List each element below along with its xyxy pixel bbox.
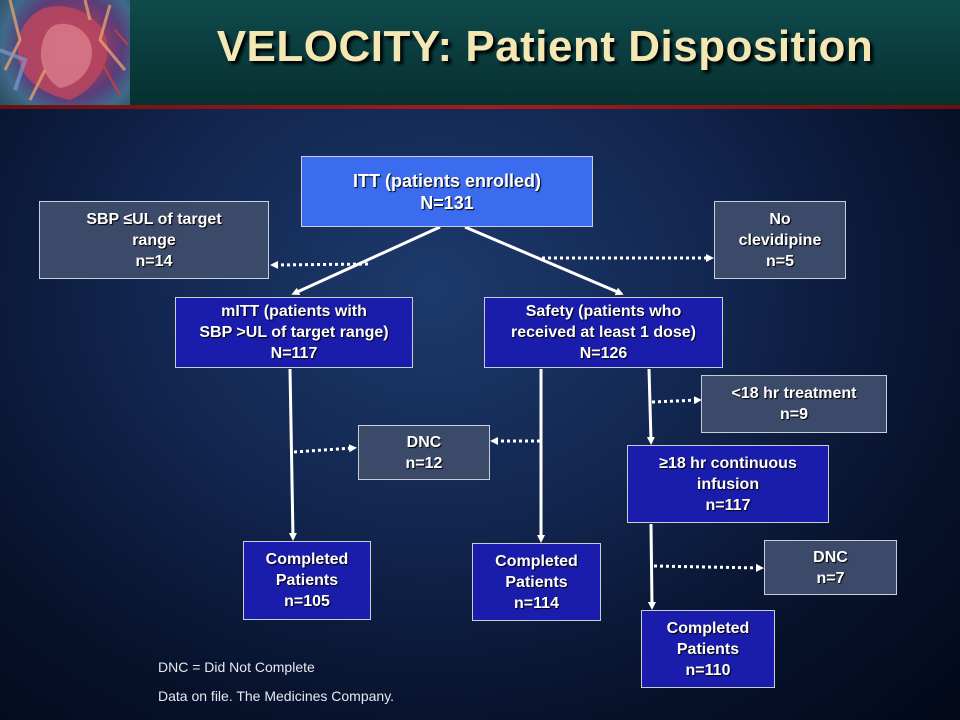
completed-105-line1: Completed: [265, 551, 349, 568]
completed-114-line1: Completed: [495, 552, 578, 570]
ge18-box-line3: n=117: [705, 496, 751, 514]
dnc-7-box: DNC n=7: [764, 540, 897, 595]
dnc-12-line1: DNC: [406, 433, 442, 451]
ge18-box-line1: ≥18 hr continuous: [659, 454, 797, 472]
completed-110-box: Completed Patients n=110: [641, 610, 775, 688]
no-clevidipine-line3: n=5: [765, 252, 794, 270]
lt18-box-line2: n=9: [779, 406, 808, 423]
heart-anatomy-logo-image: [0, 0, 130, 105]
mitt-box-line1: mITT (patients with: [221, 303, 367, 320]
lt18-box-line1: <18 hr treatment: [731, 385, 857, 402]
sbp-box-line2: range: [132, 231, 176, 249]
dnc-7-line2: n=7: [816, 569, 845, 587]
completed-114-box: Completed Patients n=114: [472, 543, 601, 621]
dnc-12-box: DNC n=12: [358, 425, 490, 480]
slide-title: VELOCITY: Patient Disposition: [216, 22, 874, 71]
dotted-arrow-to-sbp: [270, 260, 369, 269]
itt-box-line2: N=131: [420, 192, 474, 213]
mitt-box-line2: SBP >UL of target range): [199, 324, 389, 341]
safety-box: Safety (patients who received at least 1…: [484, 297, 723, 368]
dotted-arrow-mitt-to-dnc: [293, 444, 357, 454]
dotted-arrow-to-lt18: [651, 396, 702, 405]
dnc-7-line1: DNC: [813, 548, 848, 566]
dnc-definition-footnote: DNC = Did Not Complete: [158, 659, 315, 675]
dotted-arrow-to-dnc-7: [653, 563, 764, 572]
sbp-below-ul-box: SBP ≤UL of target range n=14: [39, 201, 269, 279]
itt-box: ITT (patients enrolled) N=131: [301, 156, 593, 227]
arrow-safety-to-ge18: [646, 368, 655, 445]
arrow-itt-to-safety: [464, 225, 624, 296]
itt-box-line1: ITT (patients enrolled): [352, 170, 541, 191]
arrow-ge18-to-completed-110: [647, 523, 656, 610]
no-clevidipine-box: No clevidipine n=5: [714, 201, 846, 279]
dnc-12-line2: n=12: [405, 454, 443, 472]
ge18-box-line2: infusion: [696, 475, 760, 493]
safety-box-line2: received at least 1 dose): [511, 324, 696, 341]
mitt-box: mITT (patients with SBP >UL of target ra…: [175, 297, 413, 368]
sbp-box-line3: n=14: [135, 252, 173, 270]
mitt-box-line3: N=117: [270, 345, 318, 362]
no-clevidipine-line1: No: [769, 210, 791, 228]
completed-105-line3: n=105: [284, 593, 330, 610]
ge18-infusion-box: ≥18 hr continuous infusion n=117: [627, 445, 829, 523]
no-clevidipine-line2: clevidipine: [738, 231, 822, 249]
completed-114-line3: n=114: [514, 594, 559, 612]
arrow-itt-to-mitt: [291, 225, 441, 295]
sbp-box-line1: SBP ≤UL of target: [86, 210, 222, 228]
completed-114-line2: Patients: [505, 573, 568, 591]
safety-box-line1: Safety (patients who: [525, 303, 682, 320]
lt18-treatment-box: <18 hr treatment n=9: [701, 375, 887, 433]
completed-110-line3: n=110: [685, 661, 731, 679]
completed-110-line2: Patients: [676, 640, 740, 658]
arrow-mitt-to-completed-105: [288, 368, 297, 541]
safety-box-line3: N=126: [579, 345, 628, 362]
completed-110-line1: Completed: [666, 619, 750, 637]
header-bar: [0, 0, 960, 105]
header-rule: [0, 105, 960, 109]
completed-105-box: Completed Patients n=105: [243, 541, 371, 620]
completed-105-line2: Patients: [275, 572, 339, 589]
source-footnote: Data on file. The Medicines Company.: [158, 688, 395, 704]
